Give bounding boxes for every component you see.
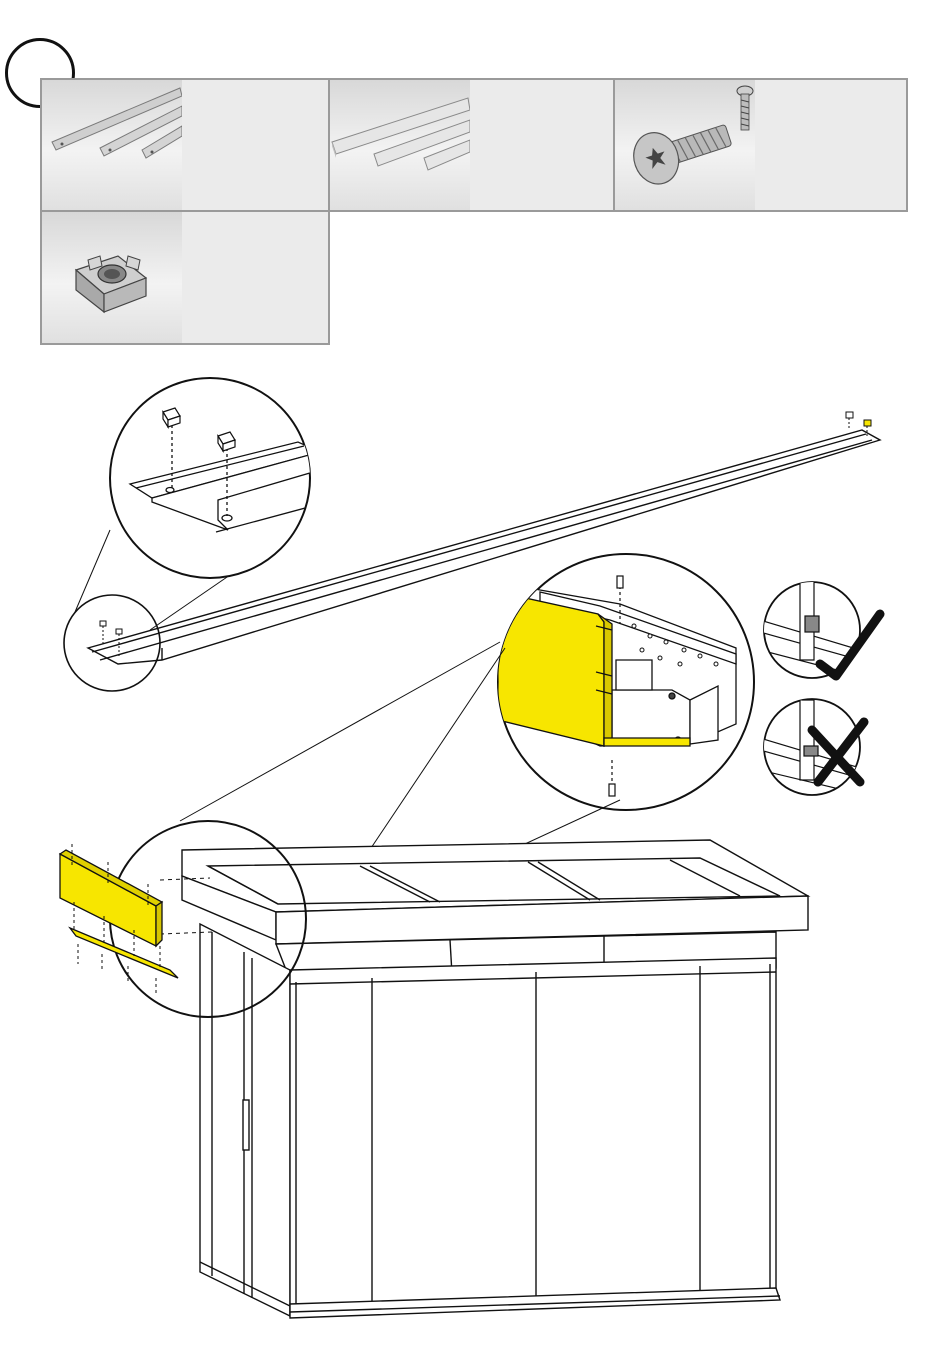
shed-structure [160, 840, 808, 1318]
wrong-orientation-detail [760, 699, 864, 795]
profile-mount-detail [498, 554, 754, 810]
cage-nut-detail [110, 378, 320, 578]
correct-orientation-detail [760, 580, 880, 678]
yellow-profile-part [60, 844, 178, 996]
